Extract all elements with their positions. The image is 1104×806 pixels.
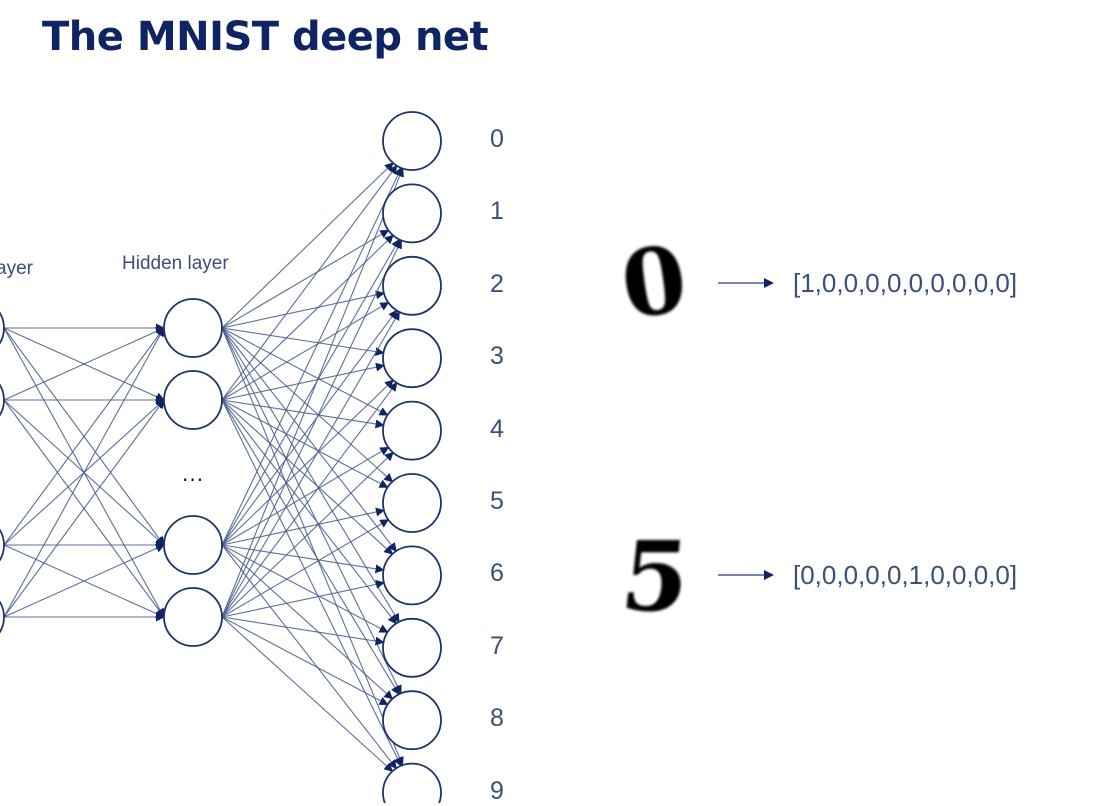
hidden-output-edge bbox=[221, 544, 397, 770]
network-nodes bbox=[0, 111, 442, 803]
hidden-output-edge bbox=[221, 164, 398, 401]
output-node bbox=[382, 111, 442, 171]
hidden-output-edge bbox=[221, 234, 394, 401]
input-node bbox=[0, 311, 5, 345]
output-label-4: 4 bbox=[490, 414, 504, 443]
page-title: The MNIST deep net bbox=[42, 14, 489, 60]
hidden-output-edge bbox=[221, 362, 385, 401]
output-label-1: 1 bbox=[490, 197, 504, 226]
hidden-output-edge bbox=[221, 327, 385, 357]
hidden-output-edge bbox=[221, 579, 385, 618]
one-hot-vector-0: [1,0,0,0,0,0,0,0,0,0] bbox=[793, 268, 1018, 298]
handwritten-digit-5-image: 5 bbox=[616, 520, 695, 633]
input-node bbox=[0, 600, 5, 634]
output-label-2: 2 bbox=[490, 269, 504, 298]
hidden-output-edge bbox=[221, 399, 402, 767]
output-label-7: 7 bbox=[490, 631, 504, 660]
hidden-output-edge bbox=[221, 327, 404, 767]
hidden-node bbox=[163, 370, 223, 430]
hidden-output-edge bbox=[221, 382, 398, 618]
hidden-output-edge bbox=[221, 327, 400, 623]
hidden-output-edge bbox=[221, 399, 394, 555]
hidden-node bbox=[163, 587, 223, 647]
input-hidden-edge bbox=[3, 327, 165, 401]
hidden-output-edge bbox=[221, 451, 394, 618]
input-layer-label: ayer bbox=[0, 258, 33, 279]
hidden-output-edge bbox=[221, 239, 402, 618]
hidden-node bbox=[163, 298, 223, 358]
arrow-right-icon bbox=[718, 278, 774, 288]
output-label-9: 9 bbox=[490, 776, 504, 805]
hidden-output-edge bbox=[221, 238, 400, 546]
output-node bbox=[382, 183, 442, 244]
output-label-3: 3 bbox=[490, 342, 504, 371]
hidden-output-edge bbox=[221, 399, 400, 696]
hidden-output-edge bbox=[221, 507, 385, 546]
hidden-output-edge bbox=[221, 311, 400, 618]
hidden-output-edge bbox=[221, 379, 394, 546]
hidden-output-edge bbox=[221, 446, 390, 546]
hidden-output-edge bbox=[221, 616, 394, 772]
input-hidden-edge bbox=[3, 327, 165, 618]
hidden-output-edge bbox=[221, 544, 394, 700]
hidden-output-edge bbox=[221, 309, 398, 546]
hidden-layer-ellipsis: ... bbox=[182, 462, 205, 486]
output-label-0: 0 bbox=[490, 125, 504, 153]
output-node bbox=[382, 255, 442, 316]
hidden-output-edge bbox=[221, 162, 394, 329]
output-label-6: 6 bbox=[490, 559, 504, 588]
hidden-output-edge bbox=[221, 167, 404, 618]
output-node bbox=[382, 617, 442, 678]
input-node bbox=[0, 528, 5, 562]
input-hidden-edge bbox=[3, 327, 165, 546]
hidden-output-edge bbox=[221, 290, 385, 329]
hidden-output-edge bbox=[221, 616, 389, 706]
hidden-output-edge bbox=[221, 519, 390, 618]
one-hot-vector-5: [0,0,0,0,0,1,0,0,0,0] bbox=[793, 560, 1018, 590]
hidden-output-edge bbox=[221, 229, 390, 329]
output-node bbox=[382, 328, 442, 389]
output-node bbox=[382, 690, 442, 751]
arrow-right-icon bbox=[718, 570, 774, 580]
hidden-output-edge bbox=[221, 327, 402, 695]
output-label-5: 5 bbox=[490, 487, 504, 515]
output-node bbox=[382, 400, 442, 461]
input-hidden-edge bbox=[3, 544, 165, 618]
hidden-output-edge bbox=[221, 302, 390, 401]
hidden-output-edge bbox=[221, 399, 385, 429]
hidden-node bbox=[163, 515, 223, 575]
output-label-8: 8 bbox=[490, 704, 504, 733]
output-node bbox=[382, 473, 442, 533]
hidden-layer-label: Hidden layer bbox=[122, 253, 229, 274]
hidden-output-edge bbox=[221, 167, 402, 546]
output-node bbox=[382, 545, 442, 606]
input-hidden-edge bbox=[3, 399, 165, 618]
output-node bbox=[382, 762, 442, 803]
input-node bbox=[0, 383, 5, 417]
hidden-output-edge bbox=[221, 616, 385, 646]
network-edges bbox=[3, 162, 404, 772]
